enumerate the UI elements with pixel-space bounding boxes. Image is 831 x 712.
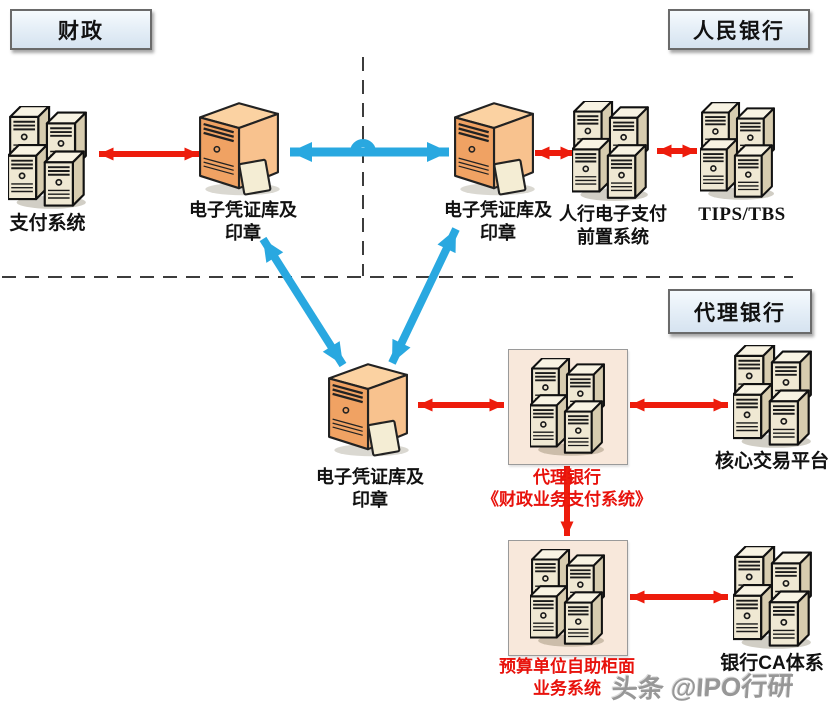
core-platform-server-cluster-icon bbox=[733, 345, 813, 449]
tips-tbs-server-cluster-icon bbox=[700, 102, 776, 201]
budget-unit-system-box bbox=[508, 540, 628, 656]
evoucher-pboc-server-icon bbox=[453, 102, 536, 197]
evoucher-agent-server-icon bbox=[327, 363, 410, 458]
budget-unit-system-label: 预算单位自助柜面 业务系统 bbox=[499, 657, 635, 698]
evoucher-agent-label: 电子凭证库及 印章 bbox=[316, 467, 424, 511]
pboc-frontend-server-cluster-icon bbox=[572, 101, 650, 202]
core-platform-label: 核心交易平台 bbox=[714, 451, 829, 472]
zone-finance-label: 财政 bbox=[10, 9, 152, 50]
crossing-bump bbox=[350, 139, 376, 153]
agent-payment-system-label: 代理银行 《财政业务支付系统》 bbox=[482, 468, 652, 509]
zone-agent-bank-label: 代理银行 bbox=[668, 289, 812, 334]
tips-tbs-label: TIPS/TBS bbox=[698, 204, 786, 225]
arrow-evoucher-pboc-agent bbox=[388, 227, 460, 365]
evoucher-finance-label: 电子凭证库及 印章 bbox=[189, 200, 297, 244]
payment-system-label: 支付系统 bbox=[9, 213, 86, 234]
evoucher-finance-server-icon bbox=[198, 102, 281, 197]
bank-ca-label: 银行CA体系 bbox=[720, 653, 824, 674]
bank-ca-server-cluster-icon bbox=[733, 546, 813, 650]
agent-payment-server-cluster-icon bbox=[530, 358, 606, 457]
agent-payment-system-box bbox=[508, 349, 628, 465]
pboc-frontend-label: 人行电子支付 前置系统 bbox=[559, 204, 667, 248]
zone-pboc-label: 人民银行 bbox=[668, 9, 810, 50]
evoucher-pboc-label: 电子凭证库及 印章 bbox=[444, 200, 552, 244]
payment-system-server-cluster-icon bbox=[8, 106, 88, 210]
budget-unit-server-cluster-icon bbox=[530, 549, 606, 648]
arrow-evoucher-finance-agent bbox=[259, 236, 347, 368]
watermark: 头条 @IPO行研 bbox=[610, 670, 795, 704]
